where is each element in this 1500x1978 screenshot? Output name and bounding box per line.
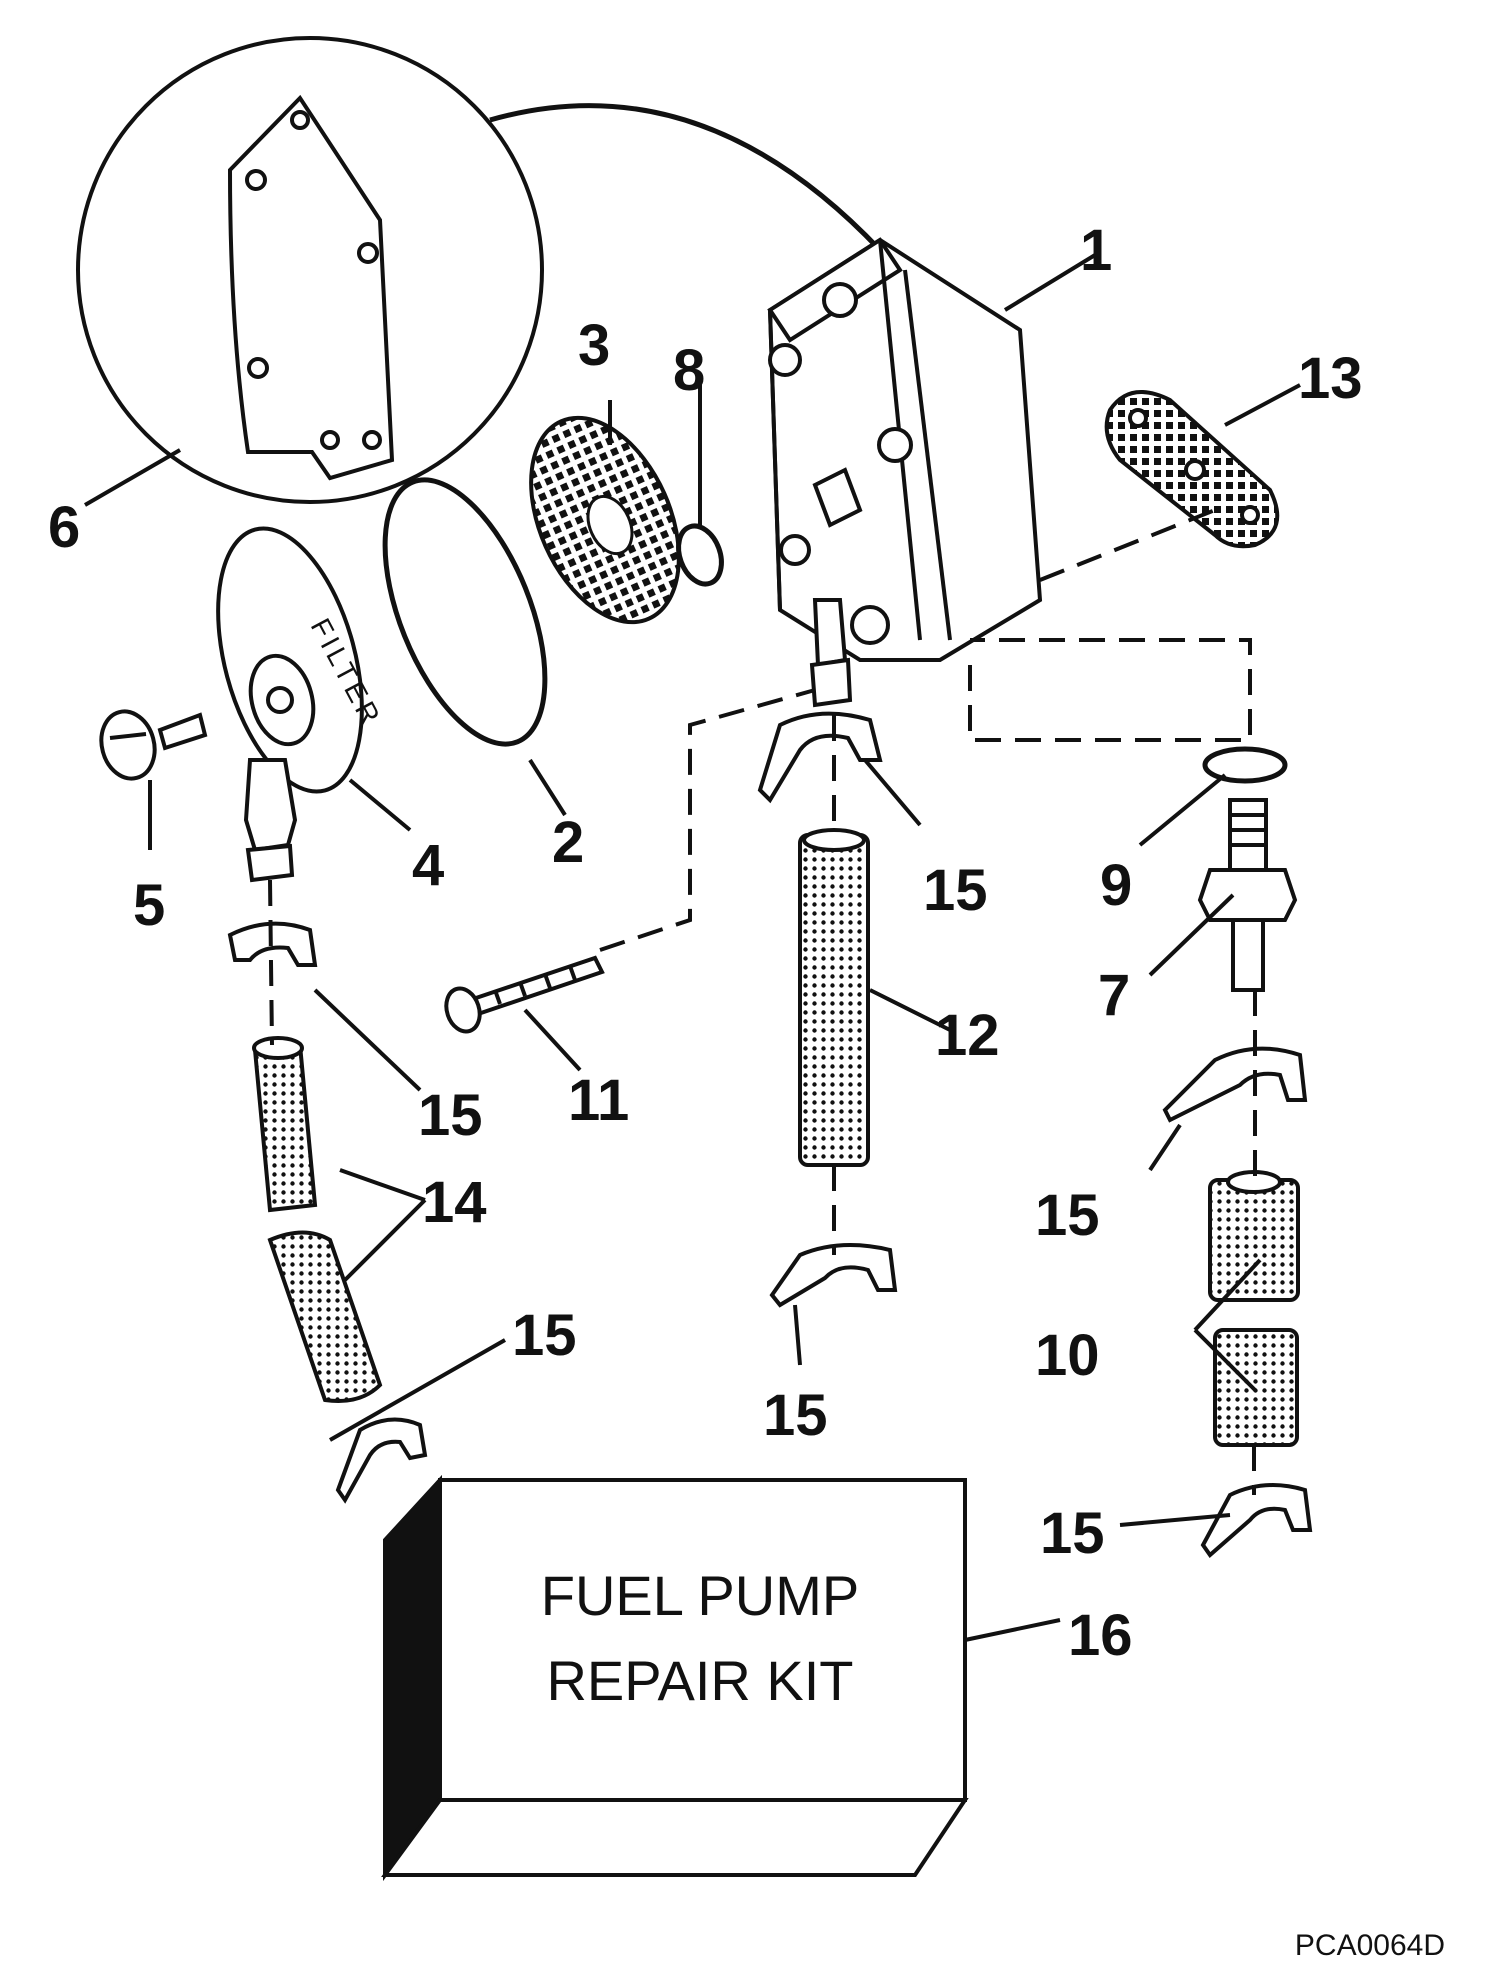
drawing-code: PCA0064D <box>1295 1929 1445 1962</box>
part-7-fitting <box>1197 798 1298 992</box>
callout-15-e: 15 <box>763 1383 828 1448</box>
part-8-small-o-ring <box>676 523 724 587</box>
callout-14: 14 <box>422 1170 487 1235</box>
assembly-dashed-lines <box>268 508 1257 1495</box>
callout-16: 16 <box>1068 1603 1133 1668</box>
callout-12: 12 <box>935 1003 1000 1068</box>
callout-15-a: 15 <box>923 858 988 923</box>
leader-lines <box>83 253 1301 1642</box>
callout-15-f: 15 <box>1040 1501 1105 1566</box>
part-6-gasket-detail <box>76 36 882 504</box>
part-5-thumb-screw <box>99 709 208 781</box>
repair-kit-label-line1: FUEL PUMP <box>541 1564 859 1627</box>
repair-kit-label-line2: REPAIR KIT <box>546 1649 853 1712</box>
callout-5: 5 <box>133 873 165 938</box>
callout-13: 13 <box>1298 346 1363 411</box>
callout-7: 7 <box>1098 963 1130 1028</box>
callout-4: 4 <box>412 833 444 898</box>
callout-10: 10 <box>1035 1323 1100 1388</box>
part-16-repair-kit-box: FUEL PUMP REPAIR KIT <box>381 1474 969 1882</box>
part-10-hose-pieces <box>1208 1170 1300 1447</box>
part-4-filter-cover: FILTER <box>216 526 388 883</box>
part-12-center-hose <box>798 828 870 1167</box>
callout-15-d: 15 <box>512 1303 577 1368</box>
part-3-filter-screen <box>529 415 681 625</box>
callout-2: 2 <box>552 810 584 875</box>
callout-numbers: 1 2 3 4 5 6 7 8 9 10 11 12 13 14 15 15 1… <box>48 218 1363 1668</box>
part-14-hose-pieces <box>252 1036 383 1403</box>
callout-11: 11 <box>568 1068 629 1133</box>
callout-15-b: 15 <box>418 1083 483 1148</box>
part-1-fuel-pump-body <box>767 237 1043 708</box>
callout-9: 9 <box>1100 853 1132 918</box>
part-11-screw <box>444 955 605 1034</box>
callout-1: 1 <box>1080 218 1112 283</box>
callout-6: 6 <box>48 495 80 560</box>
part-15-hose-clamps <box>227 711 1313 1558</box>
callout-3: 3 <box>578 313 610 378</box>
part-2-large-o-ring <box>382 477 548 747</box>
callout-15-c: 15 <box>1035 1183 1100 1248</box>
part-13-mounting-gasket <box>1104 390 1280 549</box>
callout-8: 8 <box>673 338 705 403</box>
part-9-washer <box>1202 746 1288 784</box>
